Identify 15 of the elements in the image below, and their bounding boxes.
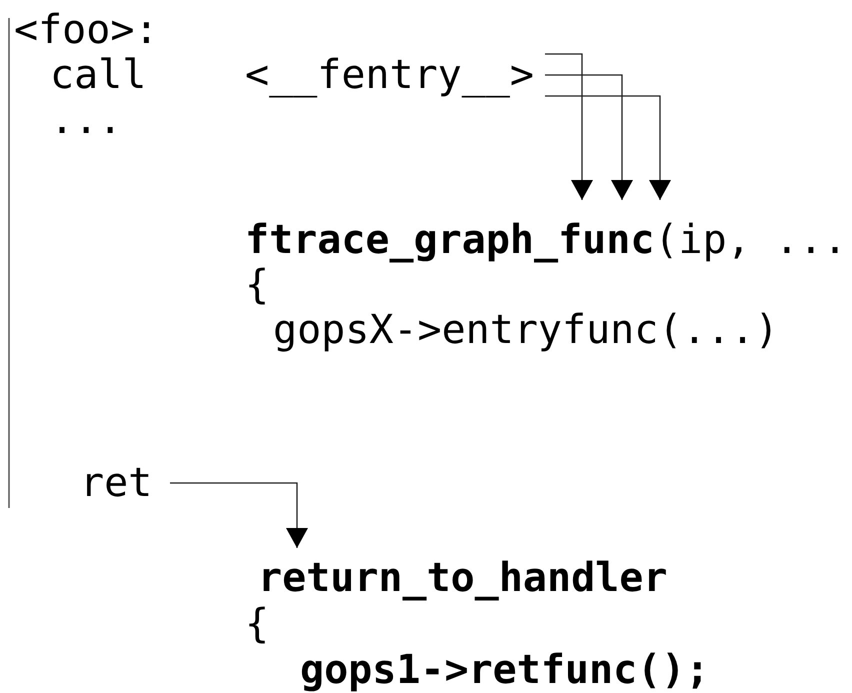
arrow [545, 95, 671, 200]
function-symbol: <__fentry__> [245, 52, 545, 98]
ellipsis: ... [50, 97, 122, 143]
function-call: ftrace_graph_func(ip, ... [245, 200, 850, 263]
code-line: gopsX->entryfunc(...) [273, 307, 779, 353]
instruction: ret [80, 460, 170, 506]
code-line: gops1->retfunc(); [300, 647, 710, 693]
arrow [545, 74, 633, 200]
brace: { [245, 601, 270, 647]
instruction: call [50, 52, 146, 98]
brace: { [245, 262, 270, 308]
code-line: <foo>: [14, 7, 158, 53]
arrow [170, 482, 308, 548]
handler-name: return_to_handler [258, 548, 678, 601]
arrow [545, 53, 593, 200]
